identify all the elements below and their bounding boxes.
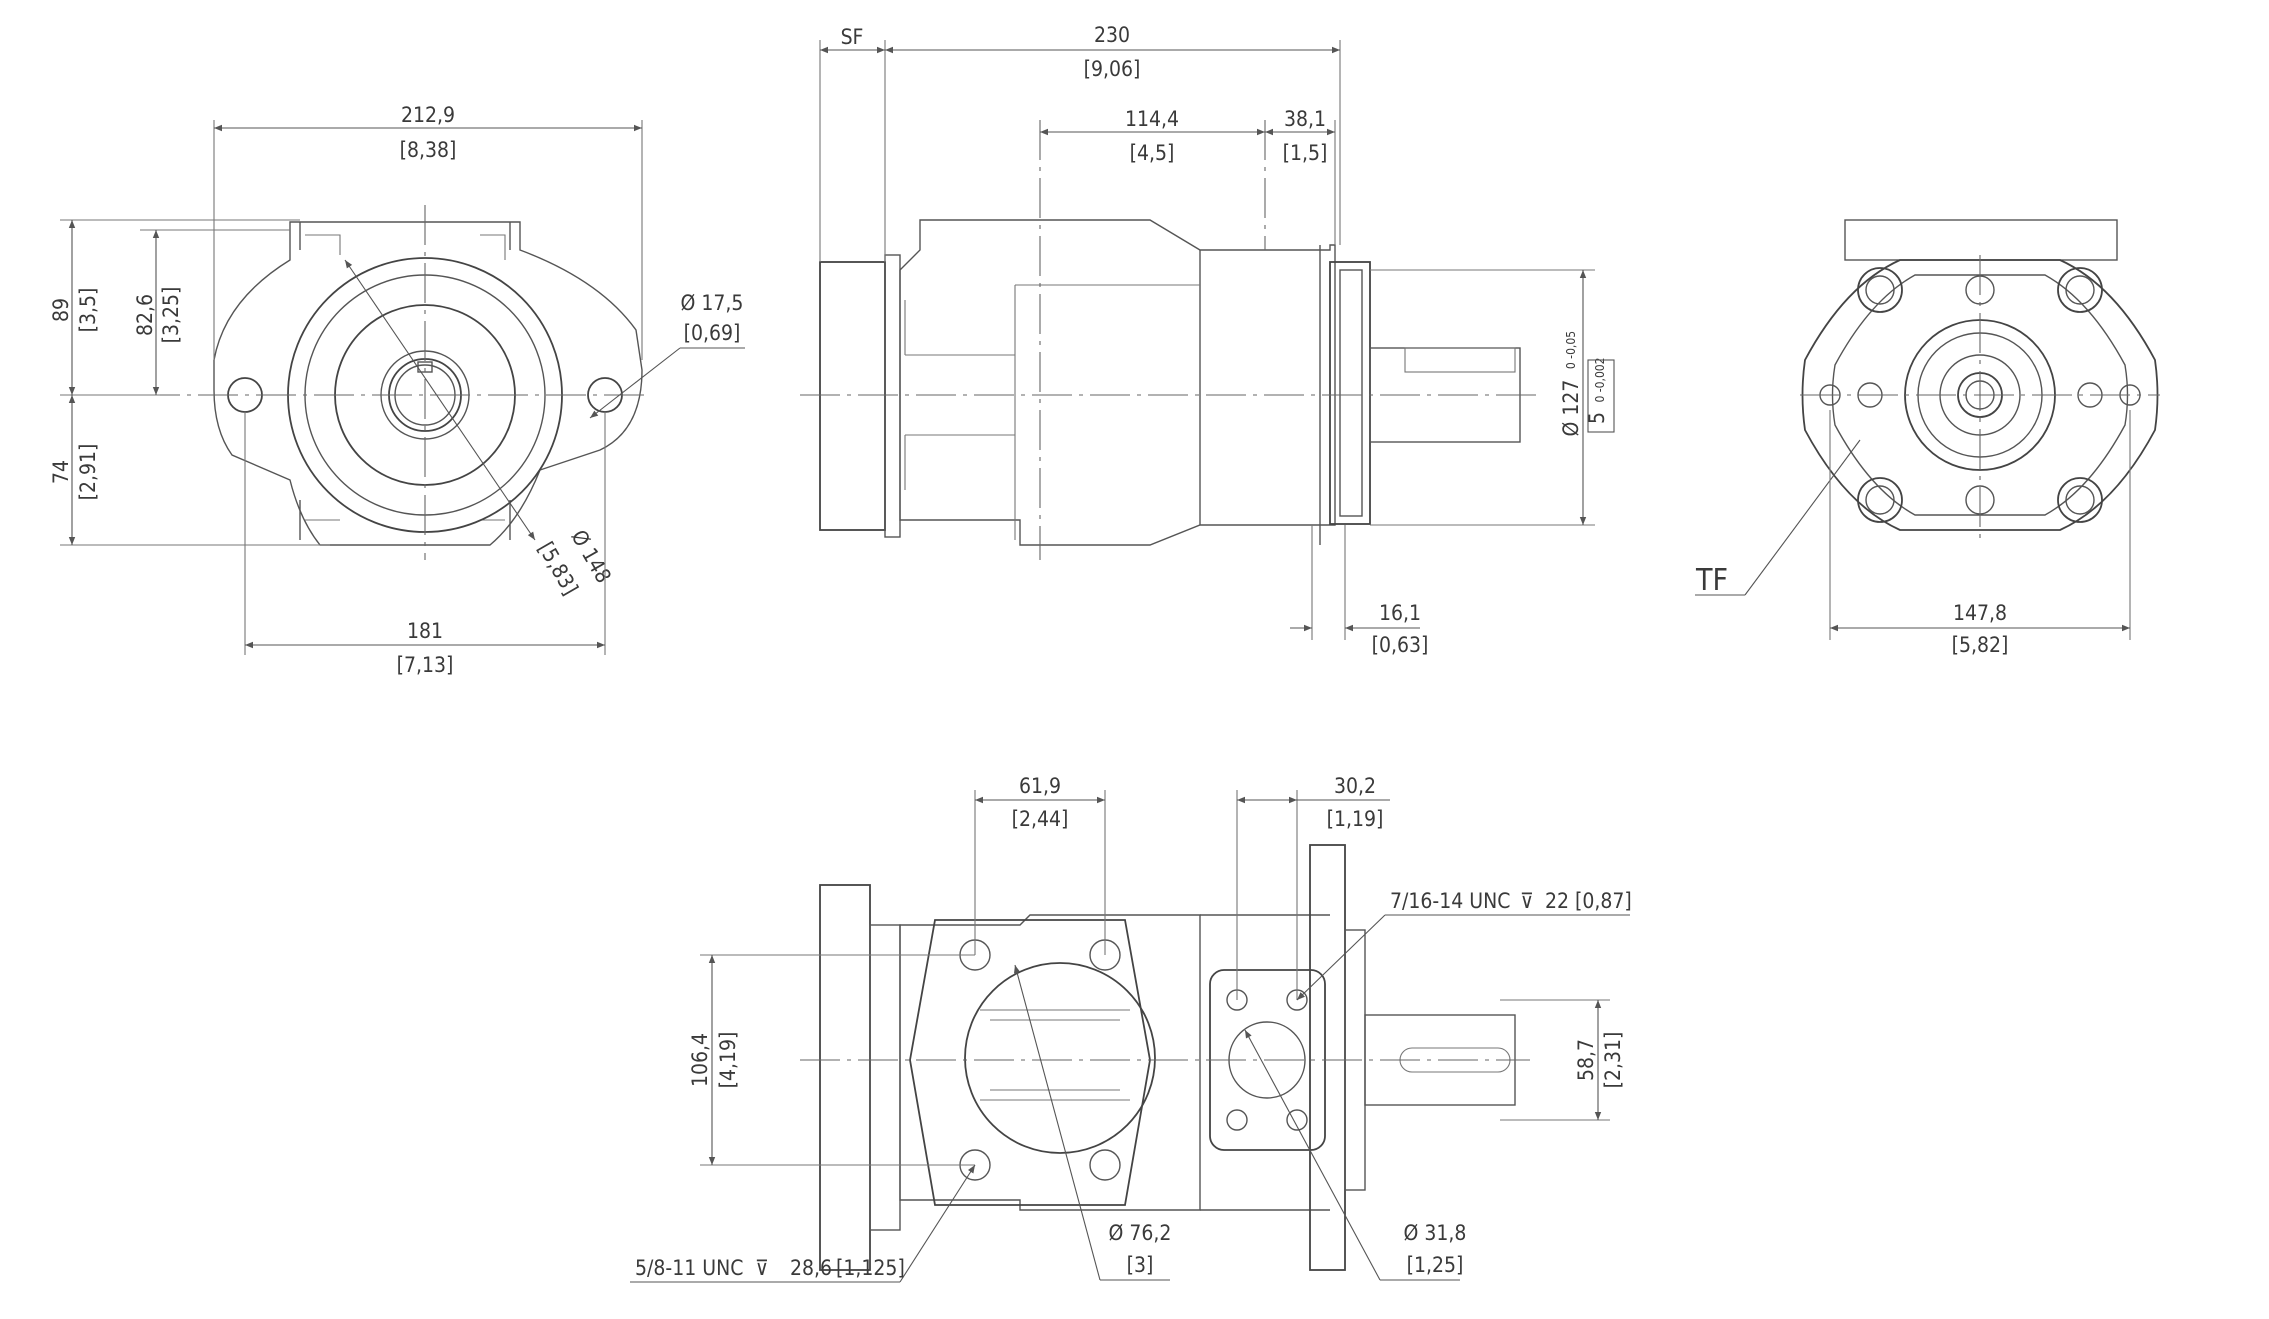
dim-mount-hole: Ø 17,5 (681, 291, 744, 315)
dim-outlet-spacing: 30,2 (1334, 774, 1376, 798)
dim-outlet-height: 58,7 (1574, 1039, 1598, 1081)
dim-outlet-height-inch: [2,31] (1601, 1032, 1625, 1089)
dim-inlet-height-inch: [4,19] (716, 1032, 740, 1089)
dim-overall-width: 212,9 (401, 103, 455, 127)
dim-shaft-pilot-inch-tol: 0 -0,002 (1593, 357, 1607, 402)
dim-flange-thickness: 16,1 (1379, 601, 1421, 625)
dim-outlet-thread: 7/16-14 UNC (1390, 889, 1510, 913)
dim-inlet-spacing-inch: [2,44] (1012, 807, 1069, 831)
dim-outlet-diameter-inch: [1,25] (1407, 1253, 1464, 1277)
dim-hole-spacing: 181 (407, 619, 443, 643)
bottom-view: 61,9 [2,44] 30,2 [1,19] 7/16-14 UNC ⊽ 22… (630, 774, 1632, 1283)
dim-flange-thickness-inch: [0,63] (1372, 633, 1429, 657)
dim-height-top-inner: 82,6 (133, 294, 157, 336)
front-view: 212,9 [8,38] 89 [3,5] 82,6 [3,25] 74 [2,… (49, 103, 745, 677)
dim-inlet-diameter: Ø 76,2 (1109, 1221, 1172, 1245)
dim-shaft-pilot: Ø 127 (1559, 380, 1583, 437)
dim-overall-length: 230 (1094, 23, 1130, 47)
dim-shaft-pilot-tol: 0 -0,05 (1564, 331, 1578, 369)
dim-height-bottom: 74 (49, 460, 73, 484)
dim-outlet-spacing-inch: [1,19] (1327, 807, 1384, 831)
dim-outlet-thread-depth: 22 (1545, 889, 1569, 913)
dim-port-offset-inch: [4,5] (1130, 141, 1175, 165)
dim-rear-width: 147,8 (1953, 601, 2007, 625)
dim-outlet-thread-depth-symbol: ⊽ (1520, 889, 1534, 913)
dim-shaft-pilot-inch: 5 (1585, 412, 1609, 424)
dim-inlet-diameter-inch: [3] (1127, 1253, 1154, 1277)
dim-height-top-inner-inch: [3,25] (159, 287, 183, 344)
dim-inlet-thread-inch: [1,125] (836, 1256, 905, 1280)
dim-rear-width-inch: [5,82] (1952, 633, 2009, 657)
label-tf: TF (1695, 563, 1728, 598)
dim-height-top: 89 (49, 298, 73, 322)
dim-height-top-inch: [3,5] (76, 288, 100, 333)
dim-port-offset-2: 38,1 (1284, 107, 1326, 131)
dim-inlet-spacing: 61,9 (1019, 774, 1061, 798)
dim-inlet-thread-depth: 28,6 (790, 1256, 832, 1280)
dim-inlet-thread-depth-symbol: ⊽ (755, 1256, 769, 1280)
dim-height-bottom-inch: [2,91] (76, 444, 100, 501)
dim-port-offset-2-inch: [1,5] (1283, 141, 1328, 165)
rear-view: TF 147,8 [5,82] (1695, 219, 2160, 657)
dim-sf: SF (841, 25, 864, 49)
side-view: SF 230 [9,06] 114,4 [4,5] 38,1 [1,5] Ø 1… (800, 23, 1615, 657)
dim-port-offset: 114,4 (1125, 107, 1179, 131)
dim-overall-length-inch: [9,06] (1084, 57, 1141, 81)
dim-overall-width-inch: [8,38] (400, 138, 457, 162)
dim-outlet-diameter: Ø 31,8 (1404, 1221, 1467, 1245)
dim-hole-spacing-inch: [7,13] (397, 653, 454, 677)
dim-inlet-height: 106,4 (688, 1033, 712, 1087)
dim-outlet-thread-inch: [0,87] (1575, 889, 1632, 913)
dim-mount-hole-inch: [0,69] (684, 321, 741, 345)
dim-inlet-thread: 5/8-11 UNC (635, 1256, 743, 1280)
